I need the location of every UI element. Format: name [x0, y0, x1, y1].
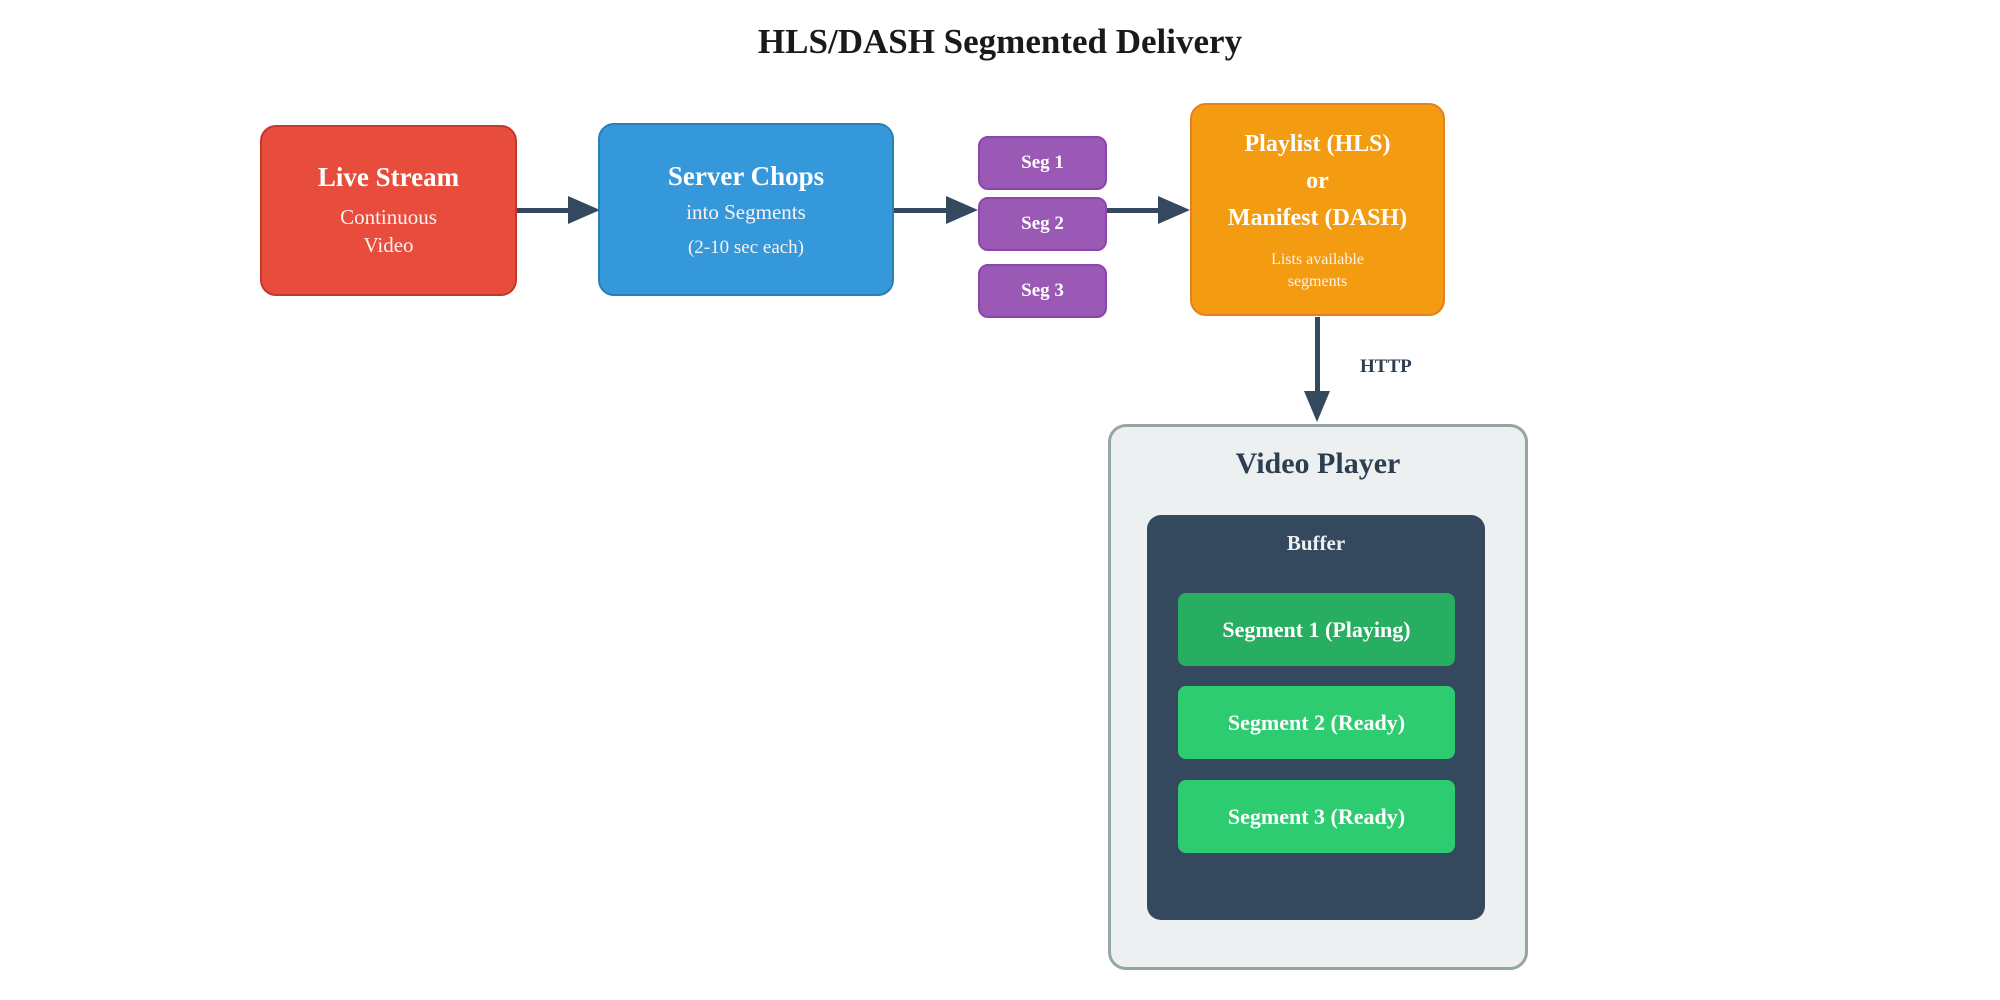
seg-3-label: Seg 3 [1021, 280, 1064, 301]
playlist-title-line3: Manifest (DASH) [1227, 205, 1408, 231]
playlist-manifest-node: Playlist (HLS) or Manifest (DASH) Lists … [1190, 103, 1445, 316]
live-stream-subtitle-line2: Video [363, 233, 414, 258]
playlist-title-line2: or [1306, 168, 1329, 194]
buffer-segment-1: Segment 1 (Playing) [1178, 593, 1455, 666]
arrow-segments-to-playlist-line [1107, 208, 1158, 213]
playlist-subtitle-line2: segments [1287, 273, 1348, 290]
buffer-segment-3: Segment 3 (Ready) [1178, 780, 1455, 853]
seg-3-chip: Seg 3 [978, 264, 1107, 318]
buffer-container: Buffer Segment 1 (Playing) Segment 2 (Re… [1147, 515, 1485, 920]
seg-1-chip: Seg 1 [978, 136, 1107, 190]
seg-1-label: Seg 1 [1021, 152, 1064, 173]
video-player-container: Video Player Buffer Segment 1 (Playing) … [1108, 424, 1528, 970]
buffer-title: Buffer [1286, 531, 1346, 555]
live-stream-node: Live Stream Continuous Video [260, 125, 517, 296]
arrow-live-to-server-line [517, 208, 568, 213]
http-protocol-label: HTTP [1360, 356, 1412, 377]
buffer-segment-2-label: Segment 2 (Ready) [1227, 709, 1406, 735]
live-stream-subtitle-line1: Continuous [340, 205, 437, 230]
arrow-live-to-server-head [568, 196, 600, 224]
arrow-playlist-to-player-line [1315, 317, 1320, 391]
playlist-subtitle-line1: Lists available [1271, 251, 1364, 268]
diagram-title: HLS/DASH Segmented Delivery [757, 22, 1243, 61]
server-chops-title: Server Chops [667, 161, 825, 192]
buffer-segment-1-label: Segment 1 (Playing) [1222, 616, 1411, 642]
buffer-segment-2: Segment 2 (Ready) [1178, 686, 1455, 759]
arrow-server-to-segments-line [894, 208, 946, 213]
arrow-playlist-to-player-head [1304, 391, 1330, 422]
server-chops-subtitle: into Segments [686, 200, 806, 225]
buffer-segment-3-label: Segment 3 (Ready) [1227, 803, 1406, 829]
server-chops-node: Server Chops into Segments (2-10 sec eac… [598, 123, 894, 296]
seg-2-label: Seg 2 [1021, 213, 1064, 234]
arrow-segments-to-playlist-head [1158, 196, 1190, 224]
arrow-server-to-segments-head [946, 196, 978, 224]
live-stream-title: Live Stream [317, 162, 460, 193]
seg-2-chip: Seg 2 [978, 197, 1107, 251]
video-player-title: Video Player [1235, 447, 1401, 480]
server-chops-note: (2-10 sec each) [687, 236, 805, 258]
playlist-title-line1: Playlist (HLS) [1244, 131, 1391, 157]
